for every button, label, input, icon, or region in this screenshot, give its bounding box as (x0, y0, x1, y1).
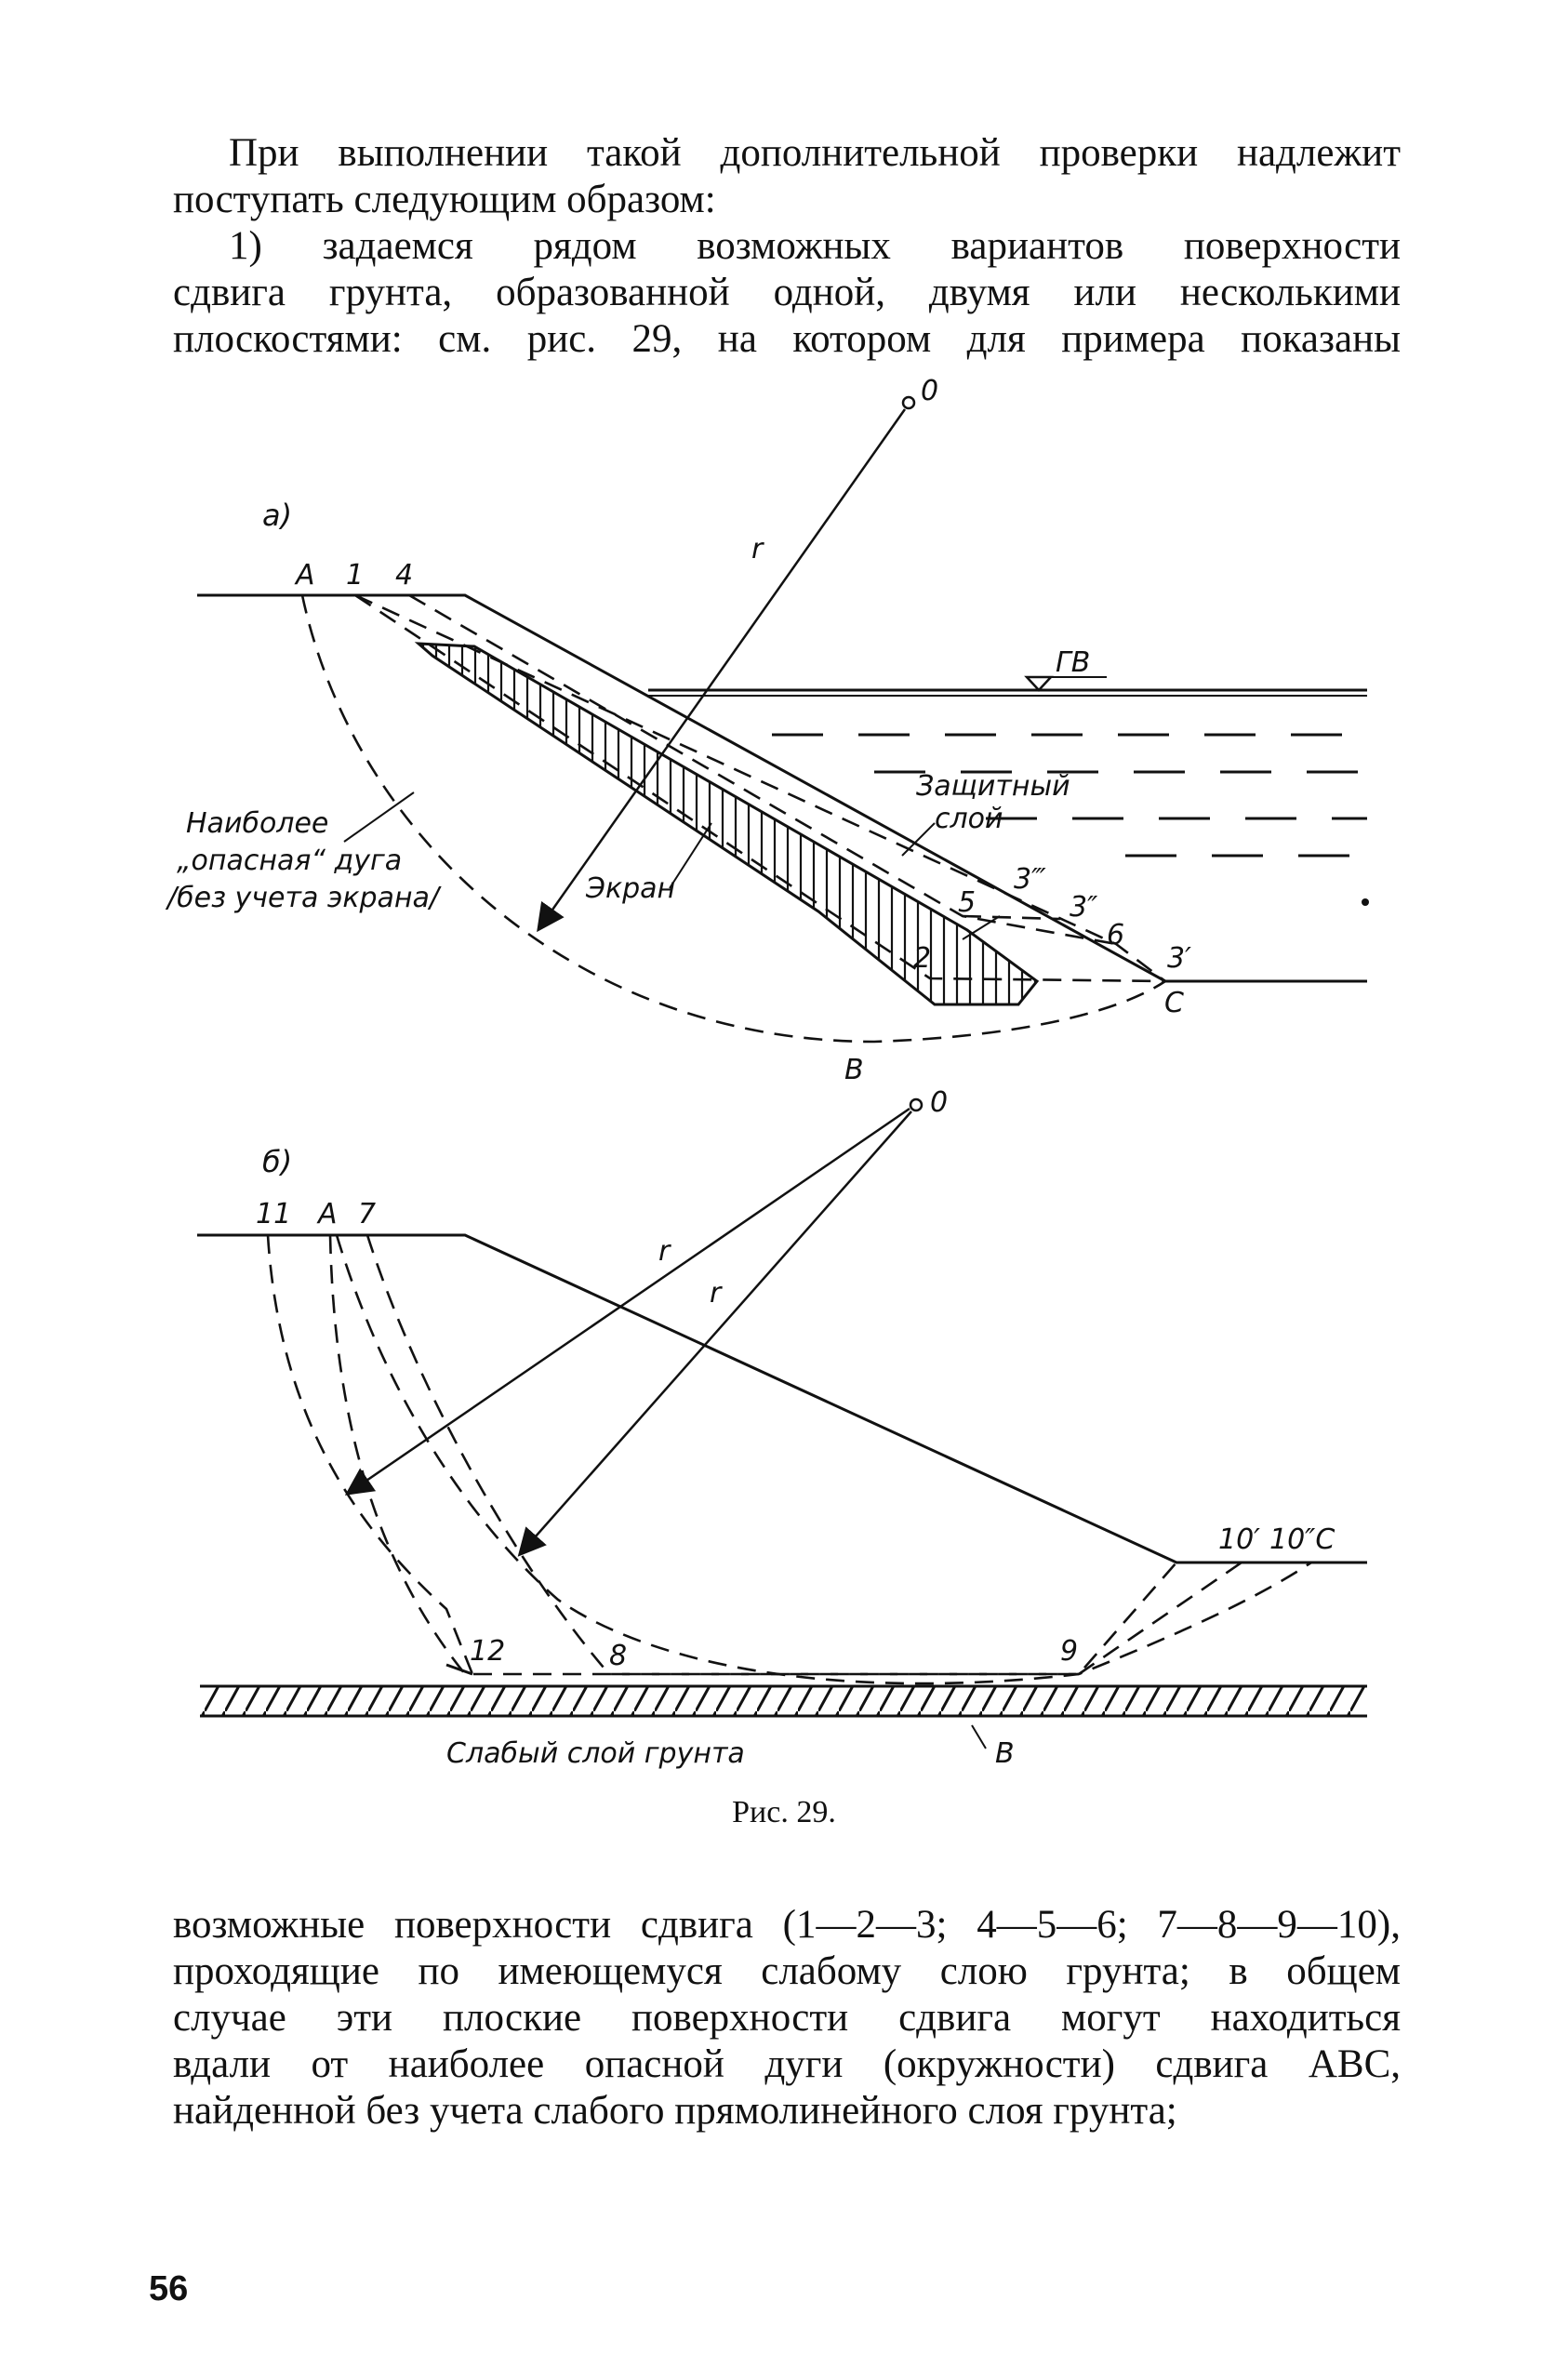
label-danger-3: /без учета экрана/ (165, 882, 442, 914)
label-3t: 3′ (1167, 942, 1191, 975)
figure-caption: Рис. 29. (732, 1795, 836, 1829)
radius-b-2 (517, 1110, 912, 1557)
radius-b-1 (344, 1107, 910, 1496)
protective-layer-line (354, 593, 1166, 983)
label-gv: ГВ (1056, 646, 1090, 679)
weak-soil-layer (200, 1686, 1367, 1716)
label-10ttC: 10″С (1269, 1523, 1335, 1556)
label-8: 8 (609, 1640, 627, 1672)
label-danger-1: Наиболее (186, 807, 328, 840)
water-level-symbol (1024, 675, 1054, 692)
label-weak-layer: Слабый слой грунта (446, 1737, 745, 1770)
label-9: 9 (1060, 1635, 1078, 1668)
slip-surface-7-8-9-10 (365, 1234, 1177, 1676)
text-line: сдвига грунта, образованной одной, двумя… (173, 271, 1401, 314)
text-line: проходящие по имеющемуся слабому слою гр… (173, 1949, 1401, 1993)
label-r1-b: r (658, 1235, 671, 1268)
slip-surface-11-12 (328, 1234, 1079, 1676)
dangerous-arc-b (266, 1234, 474, 1675)
label-12: 12 (470, 1635, 505, 1668)
text-line: 1) задаемся рядом возможных вариантов по… (229, 224, 1401, 268)
label-O-b: 0 (930, 1086, 948, 1119)
label-4-a: 4 (395, 559, 413, 592)
label-2-a: 2 (913, 942, 931, 975)
label-screen: Экран (585, 872, 675, 905)
water-waves (772, 733, 1367, 858)
page-number: 56 (149, 2269, 189, 2308)
ground-profile-b (197, 1233, 1367, 1564)
ground-profile-a (197, 593, 1367, 983)
label-B-a: В (844, 1054, 864, 1086)
center-point-b (909, 1097, 924, 1112)
label-1-a: 1 (346, 559, 364, 592)
radius-a (537, 408, 907, 933)
label-3ttt: 3‴ (1014, 863, 1046, 896)
label-O-a: 0 (921, 375, 938, 407)
label-C-a: С (1164, 987, 1184, 1019)
paragraph-top: При выполнении такой дополнительной пров… (173, 130, 1401, 363)
label-B-b: В (995, 1737, 1015, 1770)
panel-label-a: а) (262, 498, 292, 533)
label-10t: 10′ (1218, 1523, 1260, 1556)
label-6-a: 6 (1107, 919, 1124, 951)
center-point-a (901, 395, 916, 410)
text-line: поступать следующим образом: (173, 178, 716, 221)
label-5-a: 5 (958, 886, 976, 919)
slip-surface-A-B-C (335, 1234, 1312, 1685)
text-line: найденной без учета слабого прямолинейно… (173, 2089, 1177, 2133)
label-protective-1: Защитный (916, 770, 1070, 803)
screen-element (414, 642, 1040, 1006)
label-A-b: А (316, 1198, 338, 1230)
label-11: 11 (256, 1198, 291, 1230)
label-r2-b: r (710, 1277, 723, 1310)
text-line: вдали от наиболее опасной дуги (окружнос… (173, 2042, 1401, 2086)
label-danger-2: „опасная“ дуга (177, 844, 402, 877)
slip-surface-1-2-3 (354, 593, 1166, 983)
label-protective-2: слой (935, 803, 1003, 835)
label-3tt: 3″ (1070, 891, 1098, 924)
label-A-a: А (294, 559, 315, 592)
paragraph-bottom: возможные поверхности сдвига (1—2—3; 4—5… (173, 1902, 1401, 2134)
label-7: 7 (358, 1198, 376, 1230)
text-line: случае эти плоские поверхности сдвига мо… (173, 1996, 1401, 2040)
figure-b: б) 0 r r 11 А 7 10′ 10″С 12 8 9 Слабый с… (197, 1086, 1367, 1770)
text-line: возможные поверхности сдвига (1—2—3; 4—5… (173, 1903, 1401, 1947)
text-line: При выполнении такой дополнительной пров… (229, 131, 1401, 175)
dangerous-arc-a (300, 594, 1166, 1044)
panel-label-b: б) (262, 1144, 292, 1179)
text-line: плоскостями: см. рис. 29, на котором для… (173, 317, 1401, 361)
label-r-a: r (751, 533, 764, 565)
figure-a: а) 0 r А 1 4 ГВ Защитный слой Наиболее „… (165, 375, 1369, 1086)
